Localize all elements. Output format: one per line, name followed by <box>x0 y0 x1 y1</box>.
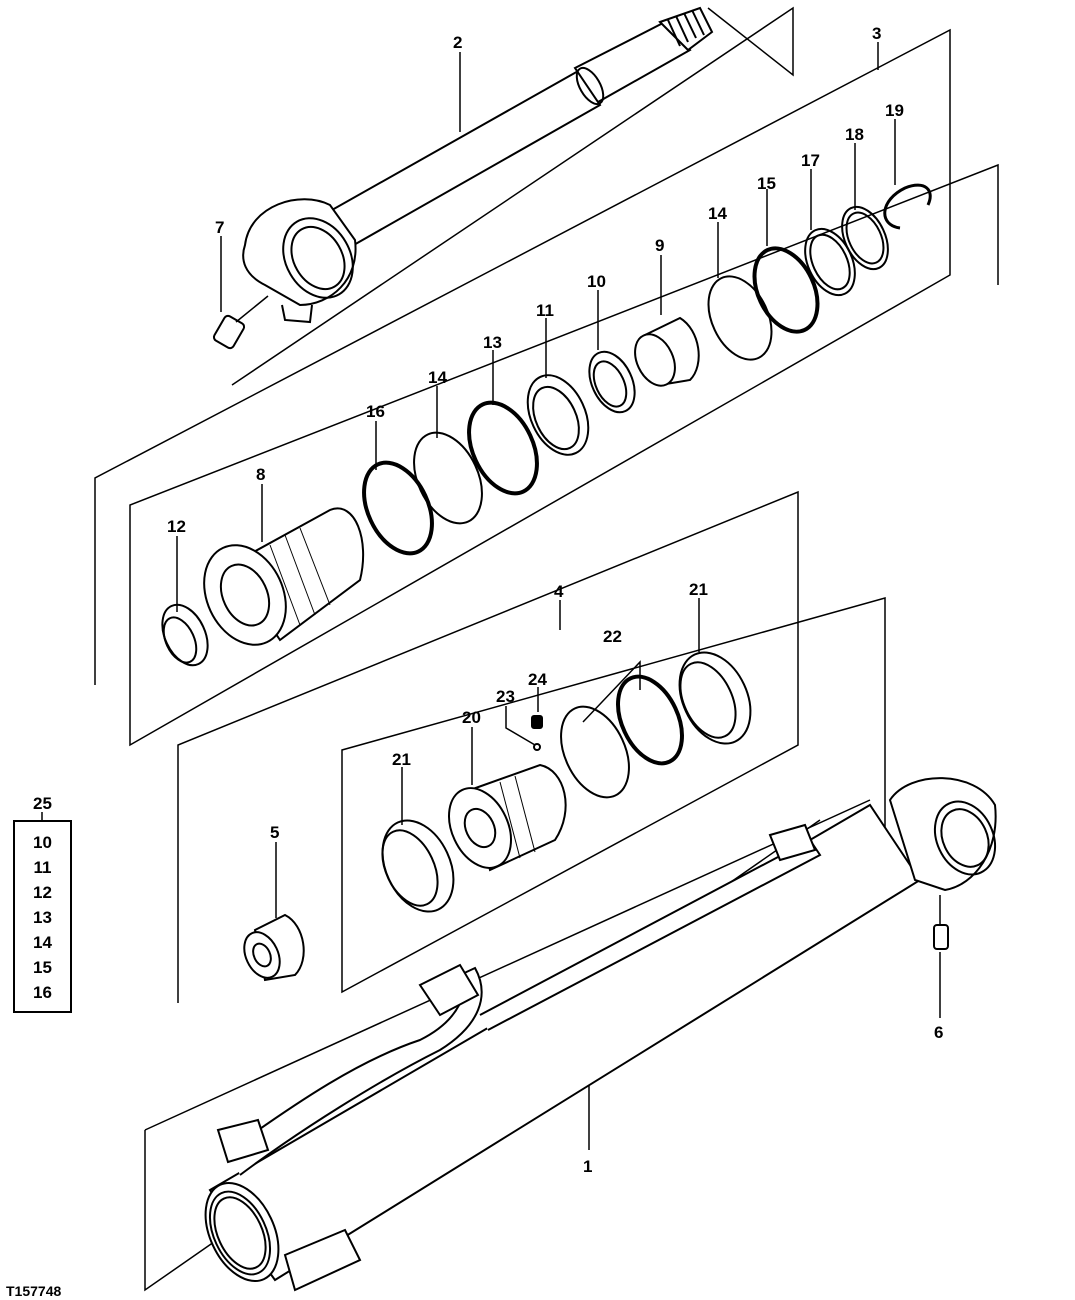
bushing-9 <box>634 316 700 387</box>
callout-24: 24 <box>528 670 547 689</box>
callout-17: 17 <box>801 151 820 170</box>
wear-ring-21b <box>678 651 752 745</box>
callout-21b: 21 <box>689 580 708 599</box>
callout-14a: 14 <box>428 368 447 387</box>
callout-20: 20 <box>462 708 481 727</box>
callout-8: 8 <box>256 465 265 484</box>
callout-18: 18 <box>845 125 864 144</box>
callout-7: 7 <box>215 218 224 237</box>
figure-id: T157748 <box>6 1283 62 1299</box>
callout-23: 23 <box>496 687 515 706</box>
cushion-collar-5 <box>243 913 305 982</box>
piston-seal-22b <box>616 674 684 766</box>
kit-item: 10 <box>33 833 52 852</box>
callout-13: 13 <box>483 333 502 352</box>
cylinder-barrel <box>204 777 997 1292</box>
rod-seal-10 <box>588 350 636 414</box>
piston-20 <box>448 763 567 872</box>
callout-14b: 14 <box>708 204 727 223</box>
callout-4: 4 <box>554 582 564 601</box>
wear-ring-21a <box>381 819 455 913</box>
piston-rod <box>242 6 714 324</box>
backup-ring-14a <box>413 431 483 525</box>
group-frame-piston <box>177 490 886 1003</box>
o-ring-16 <box>362 460 434 556</box>
callout-3: 3 <box>872 24 881 43</box>
callout-1: 1 <box>583 1157 592 1176</box>
snap-ring-19 <box>883 183 932 230</box>
callout-21a: 21 <box>392 750 411 769</box>
kit-item: 16 <box>33 983 52 1002</box>
grease-fitting-upper <box>212 295 269 350</box>
grease-fitting-lower <box>933 895 949 950</box>
kit-number: 25 <box>33 794 52 813</box>
callout-5: 5 <box>270 823 279 842</box>
group-frame-rod <box>231 6 794 386</box>
rod-gland-8 <box>203 507 365 646</box>
kit-contents-box: 10 11 12 13 14 15 16 <box>13 820 72 1013</box>
kit-item: 15 <box>33 958 52 977</box>
callout-10: 10 <box>587 272 606 291</box>
kit-item: 12 <box>33 883 52 902</box>
leader-lines <box>41 42 941 1150</box>
callout-16: 16 <box>366 402 385 421</box>
set-screw-24 <box>531 715 543 729</box>
ring-17 <box>804 227 856 297</box>
backup-ring-14b <box>707 275 773 361</box>
o-ring-15 <box>752 246 820 334</box>
callout-15: 15 <box>757 174 776 193</box>
callout-6: 6 <box>934 1023 943 1042</box>
kit-item: 11 <box>33 858 52 877</box>
wiper-seal-12 <box>161 603 209 667</box>
seal-13 <box>467 400 539 496</box>
group-frame-gland <box>94 28 999 747</box>
steel-ball-23 <box>533 743 541 751</box>
callout-22: 22 <box>603 627 622 646</box>
piston-seal-22a <box>560 705 630 799</box>
callout-2: 2 <box>453 33 462 52</box>
callout-9: 9 <box>655 236 664 255</box>
kit-item: 13 <box>33 908 52 927</box>
ring-18 <box>841 205 889 271</box>
buffer-ring-11 <box>526 374 590 456</box>
kit-item: 14 <box>33 933 52 952</box>
callout-12: 12 <box>167 517 186 536</box>
callout-19: 19 <box>885 101 904 120</box>
callout-11: 11 <box>536 301 554 320</box>
